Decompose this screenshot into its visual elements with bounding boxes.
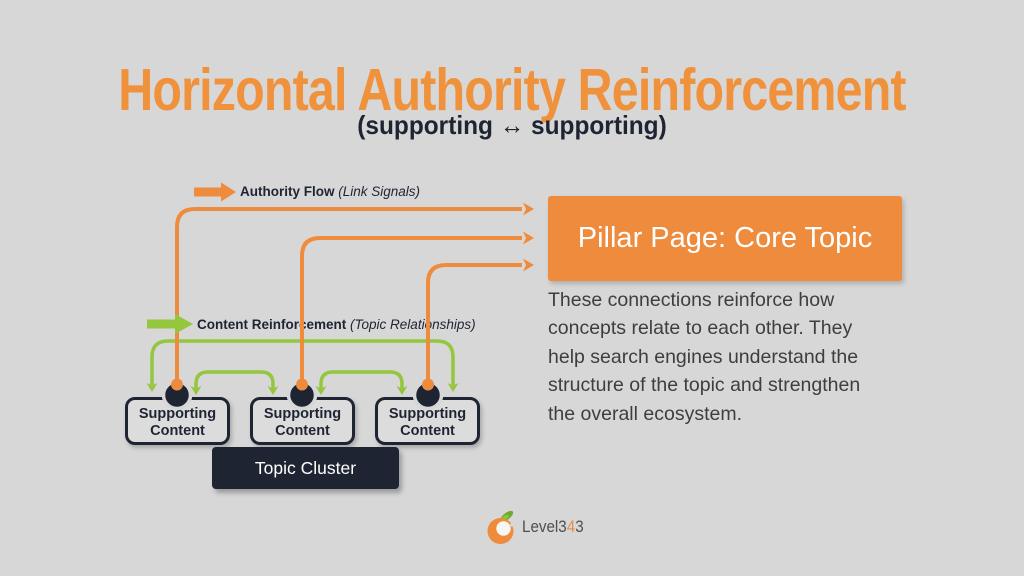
level343-logo-text: Level343 [522,517,584,536]
page-subtitle: (supporting ↔ supporting) [357,110,667,140]
content-reinforcement-legend-arrow-icon [147,314,193,334]
node-orange-dot [171,378,183,391]
topic-cluster-box: Topic Cluster [212,447,399,489]
orange-link-box1-pillar [175,207,522,382]
legend-content-reinforcement-detail: (Topic Relationships) [350,317,476,332]
description-line: help search engines understand the [548,345,859,368]
node-orange-dot [296,378,308,391]
supporting-content-box-2: Supporting Content [250,397,355,445]
green-link-box1-box2 [194,370,275,389]
legend-authority-flow: Authority Flow (Link Signals) [240,184,420,199]
description-line: structure of the topic and strengthen [548,374,861,397]
page-title: Horizontal Authority Reinforcement [118,57,906,123]
orange-arrowheads [523,202,534,272]
legend-content-reinforcement-label: Content Reinforcement [197,317,347,332]
description-line: the overall ecosystem. [548,402,743,425]
green-outer-link [150,339,455,385]
content-reinforcement-arrows [150,339,455,389]
description-line: These connections reinforce how [548,289,835,311]
legend-authority-flow-label: Authority Flow [240,184,335,199]
pillar-page-box: Pillar Page: Core Topic [548,196,902,281]
orange-link-box2-pillar [300,236,522,382]
authority-flow-arrows [175,207,522,382]
authority-flow-legend-arrow-icon [194,182,236,202]
legend-authority-flow-detail: (Link Signals) [338,184,421,199]
description-paragraph: These connections reinforce how concepts… [548,286,938,428]
green-link-box2-box3 [319,370,404,389]
level343-logo: Level343 [485,508,589,546]
supporting-content-box-3: Supporting Content [375,397,480,445]
node-orange-dot [422,378,434,391]
green-arrowheads [146,383,459,395]
description-line: concepts relate to each other. They [548,317,853,340]
level343-logo-mark-icon [487,510,515,544]
legend-content-reinforcement: Content Reinforcement (Topic Relationshi… [197,317,476,332]
supporting-content-box-1: Supporting Content [125,397,230,445]
